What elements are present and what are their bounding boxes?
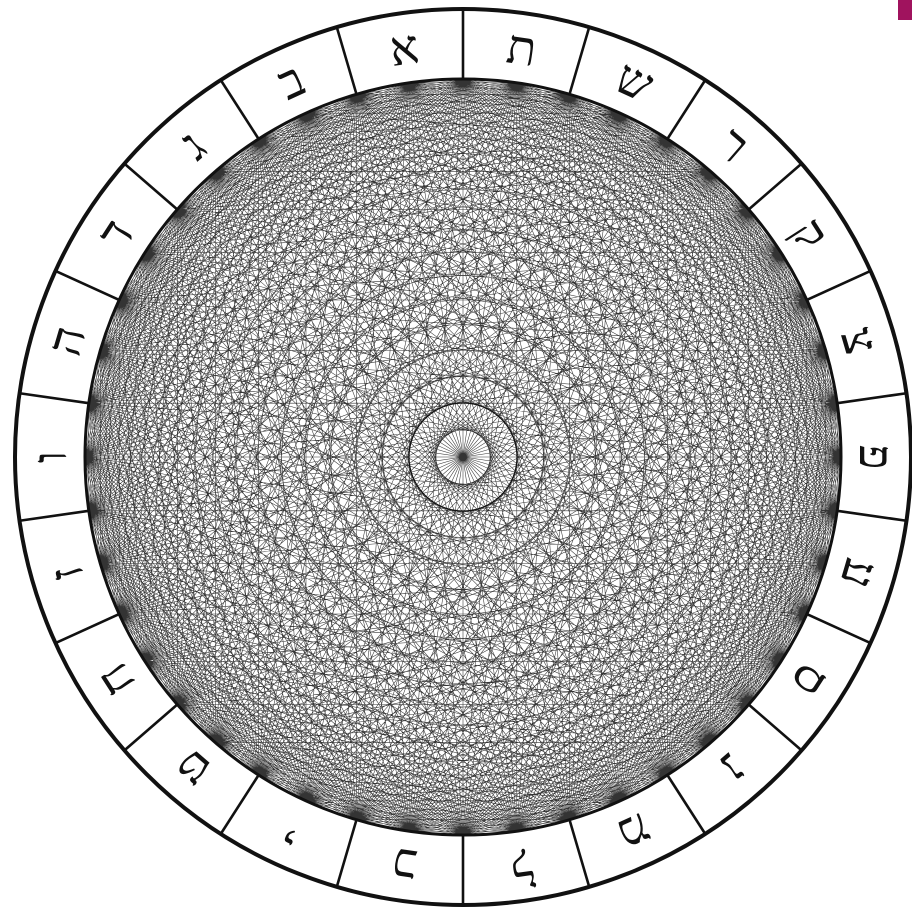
letter-5: ה (36, 319, 98, 361)
ring-divider (55, 271, 119, 300)
ring-divider (20, 511, 89, 521)
ring-divider (337, 820, 357, 887)
ring-divider (337, 27, 357, 94)
ring-divider (55, 614, 119, 643)
ring-divider (221, 775, 259, 834)
letter-8: ח (84, 653, 146, 707)
letter-18: צ (829, 321, 890, 361)
ring-divider (569, 820, 589, 887)
letter-13: מ (610, 801, 659, 864)
letter-1: א (386, 18, 422, 78)
letter-10: י (274, 805, 309, 861)
letter-16: ע (829, 552, 890, 594)
letter-19: ק (780, 208, 841, 260)
ring-divider (837, 511, 906, 521)
letter-20: ר (706, 116, 760, 174)
letter-3: ג (168, 119, 217, 172)
letter-7: ז (38, 559, 96, 588)
letter-6: ו (22, 451, 78, 463)
letter-4: ד (86, 209, 146, 259)
chord-lines (85, 79, 841, 835)
ring-divider (837, 393, 906, 403)
ring-divider (124, 705, 177, 751)
ring-divider (807, 614, 871, 643)
ring-divider (667, 775, 705, 834)
letter-14: נ (709, 743, 757, 796)
ring-divider (749, 705, 802, 751)
letter-2: ב (269, 51, 313, 112)
ring-divider (569, 27, 589, 94)
ring-divider (807, 271, 871, 300)
letter-17: פ (848, 444, 904, 469)
corner-accent (898, 0, 912, 20)
ring-divider (221, 80, 259, 139)
letter-12: ל (507, 836, 538, 895)
letter-21: ש (608, 49, 662, 114)
letter-22: ת (503, 18, 540, 78)
ring-divider (749, 164, 802, 210)
ring-divider (124, 164, 177, 210)
ring-divider (667, 80, 705, 139)
letter-15: ס (779, 654, 841, 707)
letter-9: ט (163, 738, 222, 799)
letter-11: כ (389, 836, 420, 895)
ring-divider (20, 393, 89, 403)
string-art-web (85, 79, 841, 835)
